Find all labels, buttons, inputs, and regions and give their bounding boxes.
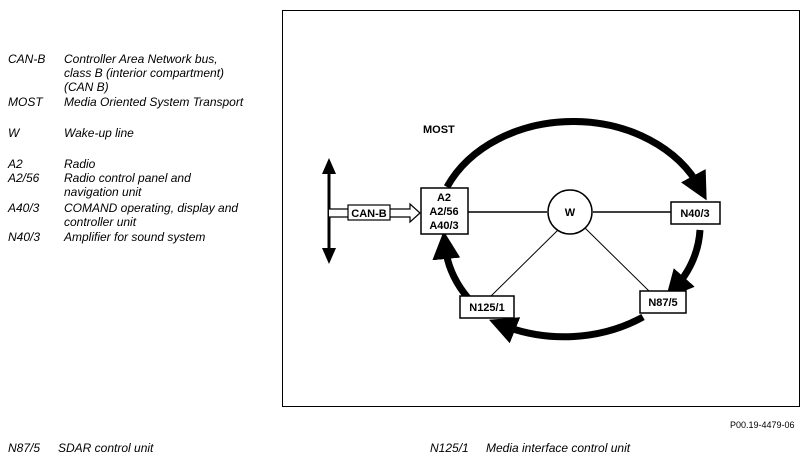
legend-desc: Media Oriented System Transport (64, 95, 244, 109)
legend-desc: Controller Area Network bus, class B (in… (64, 52, 225, 94)
node-n87-5-label: N87/5 (648, 297, 677, 309)
legend-desc: Wake-up line (64, 126, 134, 140)
canb-label: CAN-B (351, 208, 386, 220)
node-n87-5-box (639, 290, 687, 314)
footer-desc: Media interface control unit (486, 441, 631, 455)
legend-abbr: CAN-B (8, 52, 46, 66)
legend-desc: COMAND operating, display and controller… (64, 201, 239, 229)
legend-abbr: A40/3 (8, 201, 40, 215)
node-a2-box (420, 187, 469, 235)
footer-abbr: N125/1 (430, 441, 469, 455)
legend-desc: Amplifier for sound system (64, 230, 206, 244)
legend-desc: Radio (64, 157, 96, 171)
diagram-frame (282, 10, 800, 407)
canb-arrow-down-icon (322, 248, 336, 264)
legend-abbr: W (8, 126, 20, 140)
most-ring-arc-left (432, 231, 471, 301)
wake-node-circle (547, 189, 593, 235)
legend-abbr: A2 (8, 157, 23, 171)
wake-line-n125 (489, 229, 559, 298)
legend-abbr: N40/3 (8, 230, 41, 244)
footer-desc: SDAR control unit (58, 441, 154, 455)
node-a2-56-label: A2/56 (429, 206, 458, 218)
canb-label-box (347, 204, 391, 221)
legend-abbr: MOST (8, 95, 43, 109)
node-a40-3-label: A40/3 (429, 220, 458, 232)
wake-line-n87 (584, 227, 651, 293)
node-a2-label: A2 (437, 192, 451, 204)
canb-arrow-up-icon (322, 158, 336, 174)
most-ring-arc-right (665, 229, 704, 299)
node-n40-3-box (670, 201, 721, 225)
figure-reference: P00.19-4479-06 (730, 420, 795, 430)
node-n40-3-label: N40/3 (680, 208, 709, 220)
most-label: MOST (423, 124, 455, 136)
node-n125-1-label: N125/1 (469, 302, 504, 314)
most-ring-arc-bottom (489, 313, 645, 344)
most-ring-arc-top (443, 118, 707, 201)
node-n125-1-box (459, 295, 515, 319)
footer-abbr: N87/5 (8, 441, 41, 455)
legend-abbr: A2/56 (8, 171, 40, 185)
legend-desc: Radio control panel and navigation unit (64, 171, 191, 199)
wake-node-label: W (565, 207, 576, 219)
